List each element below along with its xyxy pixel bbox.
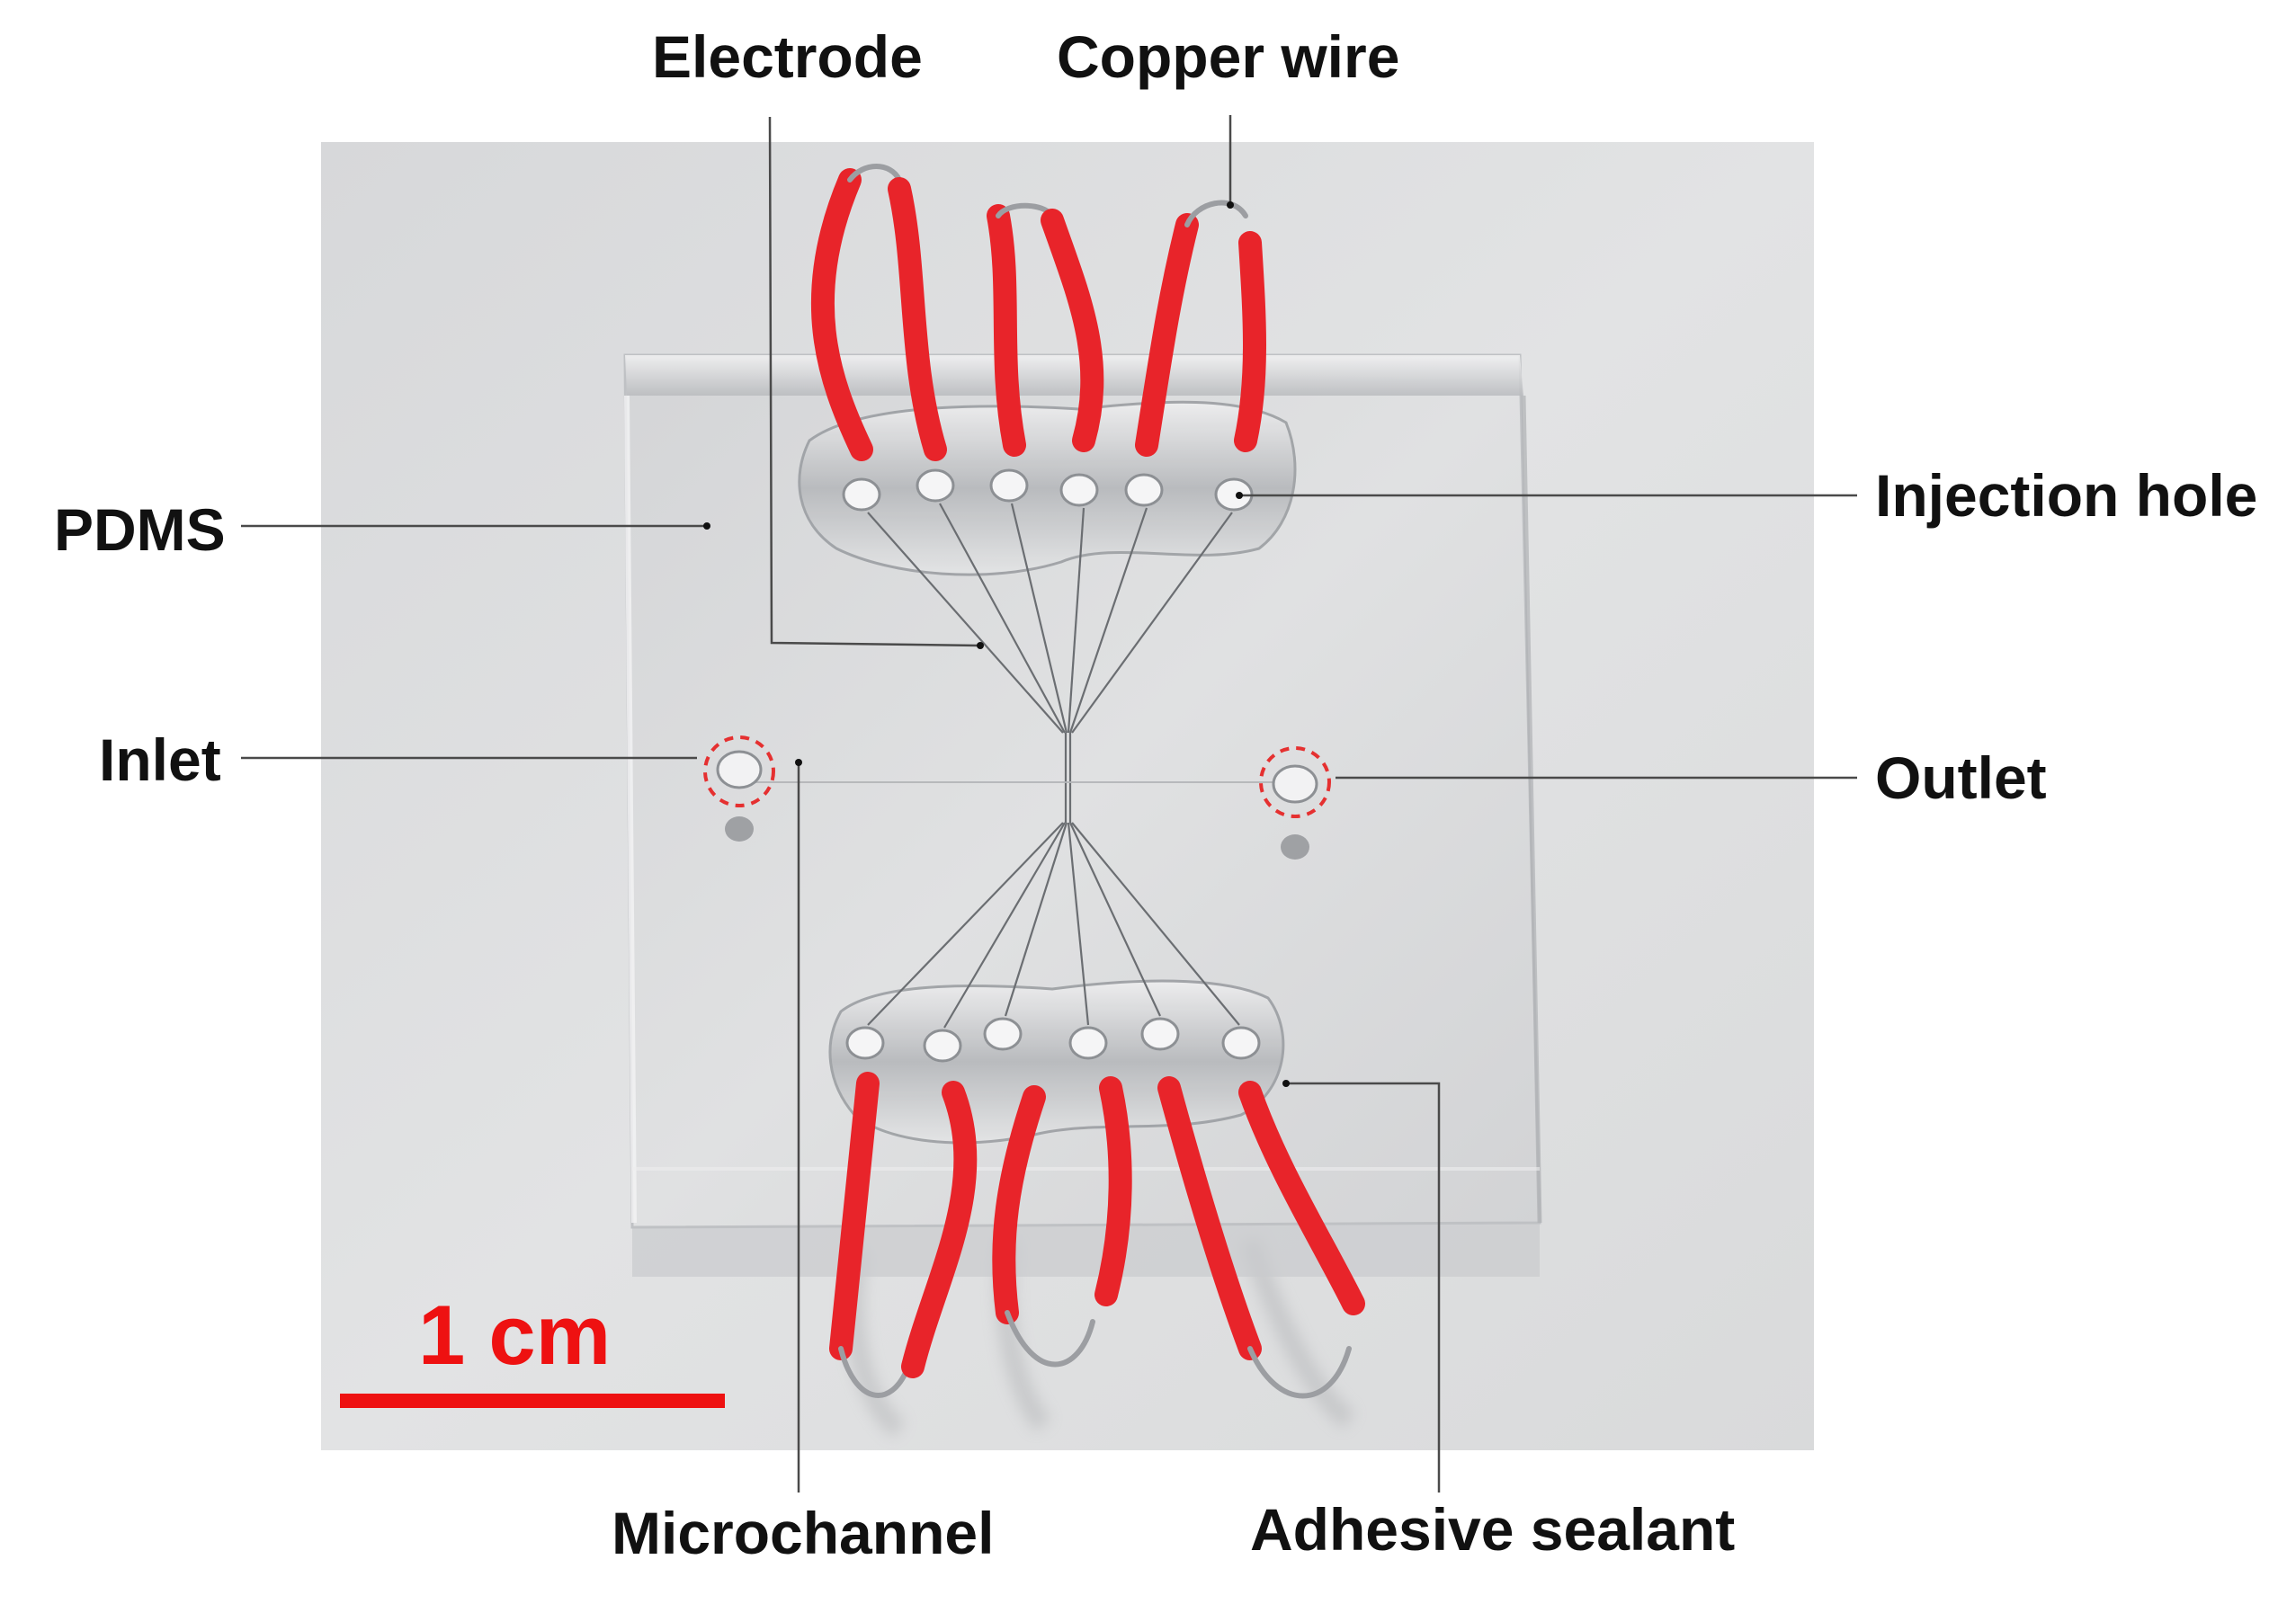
label-pdms: PDMS [54, 496, 226, 563]
microchannel-leader-dot [795, 759, 802, 766]
inlet-hole [703, 735, 775, 842]
copper-wire-leader-dot [1227, 201, 1234, 209]
label-electrode: Electrode [652, 23, 923, 90]
adhesive-sealant-leader-dot [1282, 1080, 1290, 1087]
label-adhesive-sealant: Adhesive sealant [1250, 1496, 1736, 1563]
injection-holes-top [842, 468, 1254, 512]
adhesive-sealant-leader [1286, 1082, 1441, 1493]
injection-holes-bottom [845, 1017, 1261, 1063]
electrode-leader [768, 116, 981, 647]
injection-hole-leader-dot [1236, 492, 1243, 499]
label-copper-wire: Copper wire [1057, 23, 1400, 90]
electrodes [867, 503, 1240, 1029]
pdms-leader-dot [703, 522, 710, 530]
outlet-hole [1259, 746, 1331, 860]
copper-wires-top [810, 164, 1266, 461]
adhesive-sealant-bottom [828, 979, 1285, 1145]
copper-wires-bottom [829, 1072, 1365, 1399]
label-microchannel: Microchannel [612, 1500, 995, 1566]
callout-lines [241, 115, 1857, 1493]
electrode-leader-dot [977, 642, 984, 649]
label-outlet: Outlet [1875, 744, 2047, 811]
scale-bar-label: 1 cm [418, 1288, 612, 1382]
label-inlet: Inlet [99, 726, 221, 793]
scale-bar [340, 1394, 725, 1408]
label-injection-hole: Injection hole [1875, 462, 2258, 529]
